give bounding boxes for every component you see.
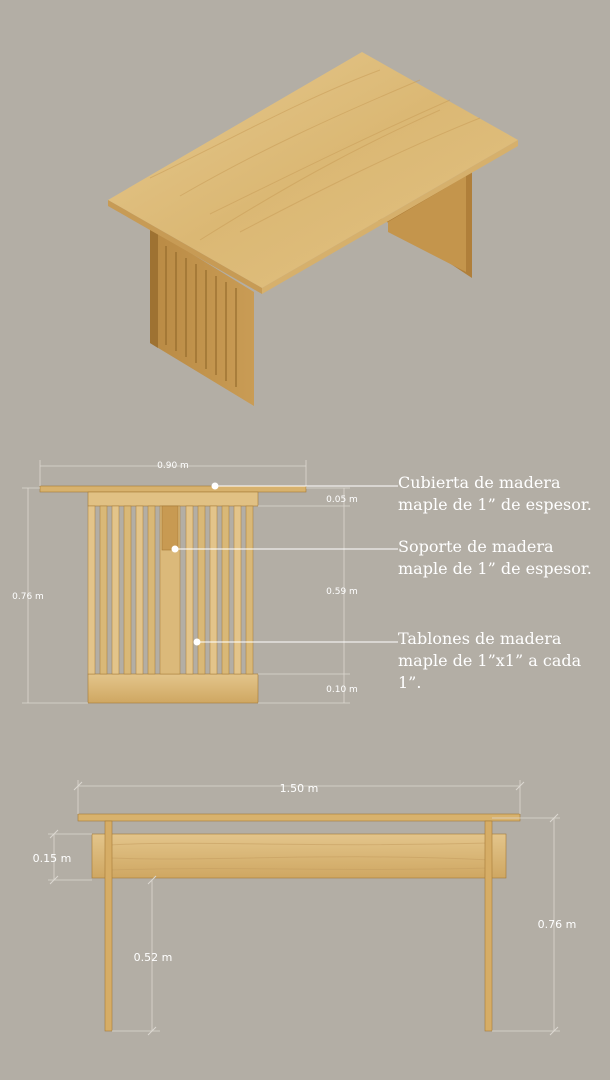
isometric-view — [108, 52, 518, 406]
callout-slats-line2: maple de 1”x1” a cada — [398, 651, 582, 670]
side-dimension-ticks — [49, 781, 559, 1036]
front-slat-height-label: 0.59 m — [326, 587, 358, 597]
side-dimension-lines — [48, 780, 560, 1032]
callout-support-line1: Soporte de madera — [398, 537, 554, 556]
back-leg-face — [388, 176, 466, 272]
callout-leaders — [175, 485, 398, 643]
callout-slats: Tablones de madera maple de 1”x1” a cada… — [398, 628, 603, 694]
table-top — [108, 52, 518, 288]
front-top-thickness-label: 0.05 m — [326, 495, 358, 505]
table-top-edge-front — [108, 200, 262, 294]
slat — [135, 505, 144, 675]
callout-support-line2: maple de 1” de espesor. — [398, 559, 592, 578]
side-apron-height-label: 0.15 m — [33, 852, 72, 865]
front-width-label: 0.90 m — [157, 461, 189, 471]
center-block — [161, 505, 179, 551]
callout-dot-slats — [193, 638, 201, 646]
front-total-height-label: 0.76 m — [12, 592, 44, 602]
slat — [245, 505, 254, 675]
front-tabletop — [39, 485, 307, 493]
table-top-grain — [149, 69, 481, 241]
callout-tabletop-line1: Cubierta de madera — [398, 473, 561, 492]
callout-slats-line1: Tablones de madera — [398, 629, 562, 648]
front-view: 0.90 m 0.76 m 0.05 m 0.59 m 0.10 m — [12, 460, 398, 704]
callout-dot-top — [211, 482, 219, 490]
slat — [147, 505, 156, 675]
slat — [221, 505, 230, 675]
front-leg-edge — [150, 228, 158, 348]
slat — [123, 505, 132, 675]
callout-slats-line3: 1”. — [398, 673, 422, 692]
side-total-height-label: 0.76 m — [538, 918, 577, 931]
callout-dot-support — [171, 545, 179, 553]
side-leg-right — [484, 820, 493, 1032]
front-leg-slats — [165, 246, 237, 387]
slat — [87, 505, 96, 675]
callout-support: Soporte de madera maple de 1” de espesor… — [398, 536, 603, 580]
slat — [209, 505, 218, 675]
front-support-rail — [87, 491, 259, 507]
side-apron — [91, 833, 507, 879]
front-dimension-lines — [22, 460, 350, 704]
front-support-base — [87, 673, 259, 704]
side-leg-left — [104, 820, 113, 1032]
front-base-height-label: 0.10 m — [326, 685, 358, 695]
side-view: 1.50 m 0.15 m 0.52 m 0.76 m — [33, 780, 577, 1036]
slat — [111, 505, 120, 675]
slat — [233, 505, 242, 675]
slat — [197, 505, 206, 675]
callout-tabletop: Cubierta de madera maple de 1” de espeso… — [398, 472, 603, 516]
side-clearance-label: 0.52 m — [134, 951, 173, 964]
slat — [99, 505, 108, 675]
side-apron-grain — [109, 842, 491, 871]
callout-tabletop-line2: maple de 1” de espesor. — [398, 495, 592, 514]
side-tabletop — [77, 813, 521, 822]
slat — [185, 505, 194, 675]
side-length-label: 1.50 m — [280, 782, 319, 795]
table-top-edge-side — [262, 140, 518, 294]
